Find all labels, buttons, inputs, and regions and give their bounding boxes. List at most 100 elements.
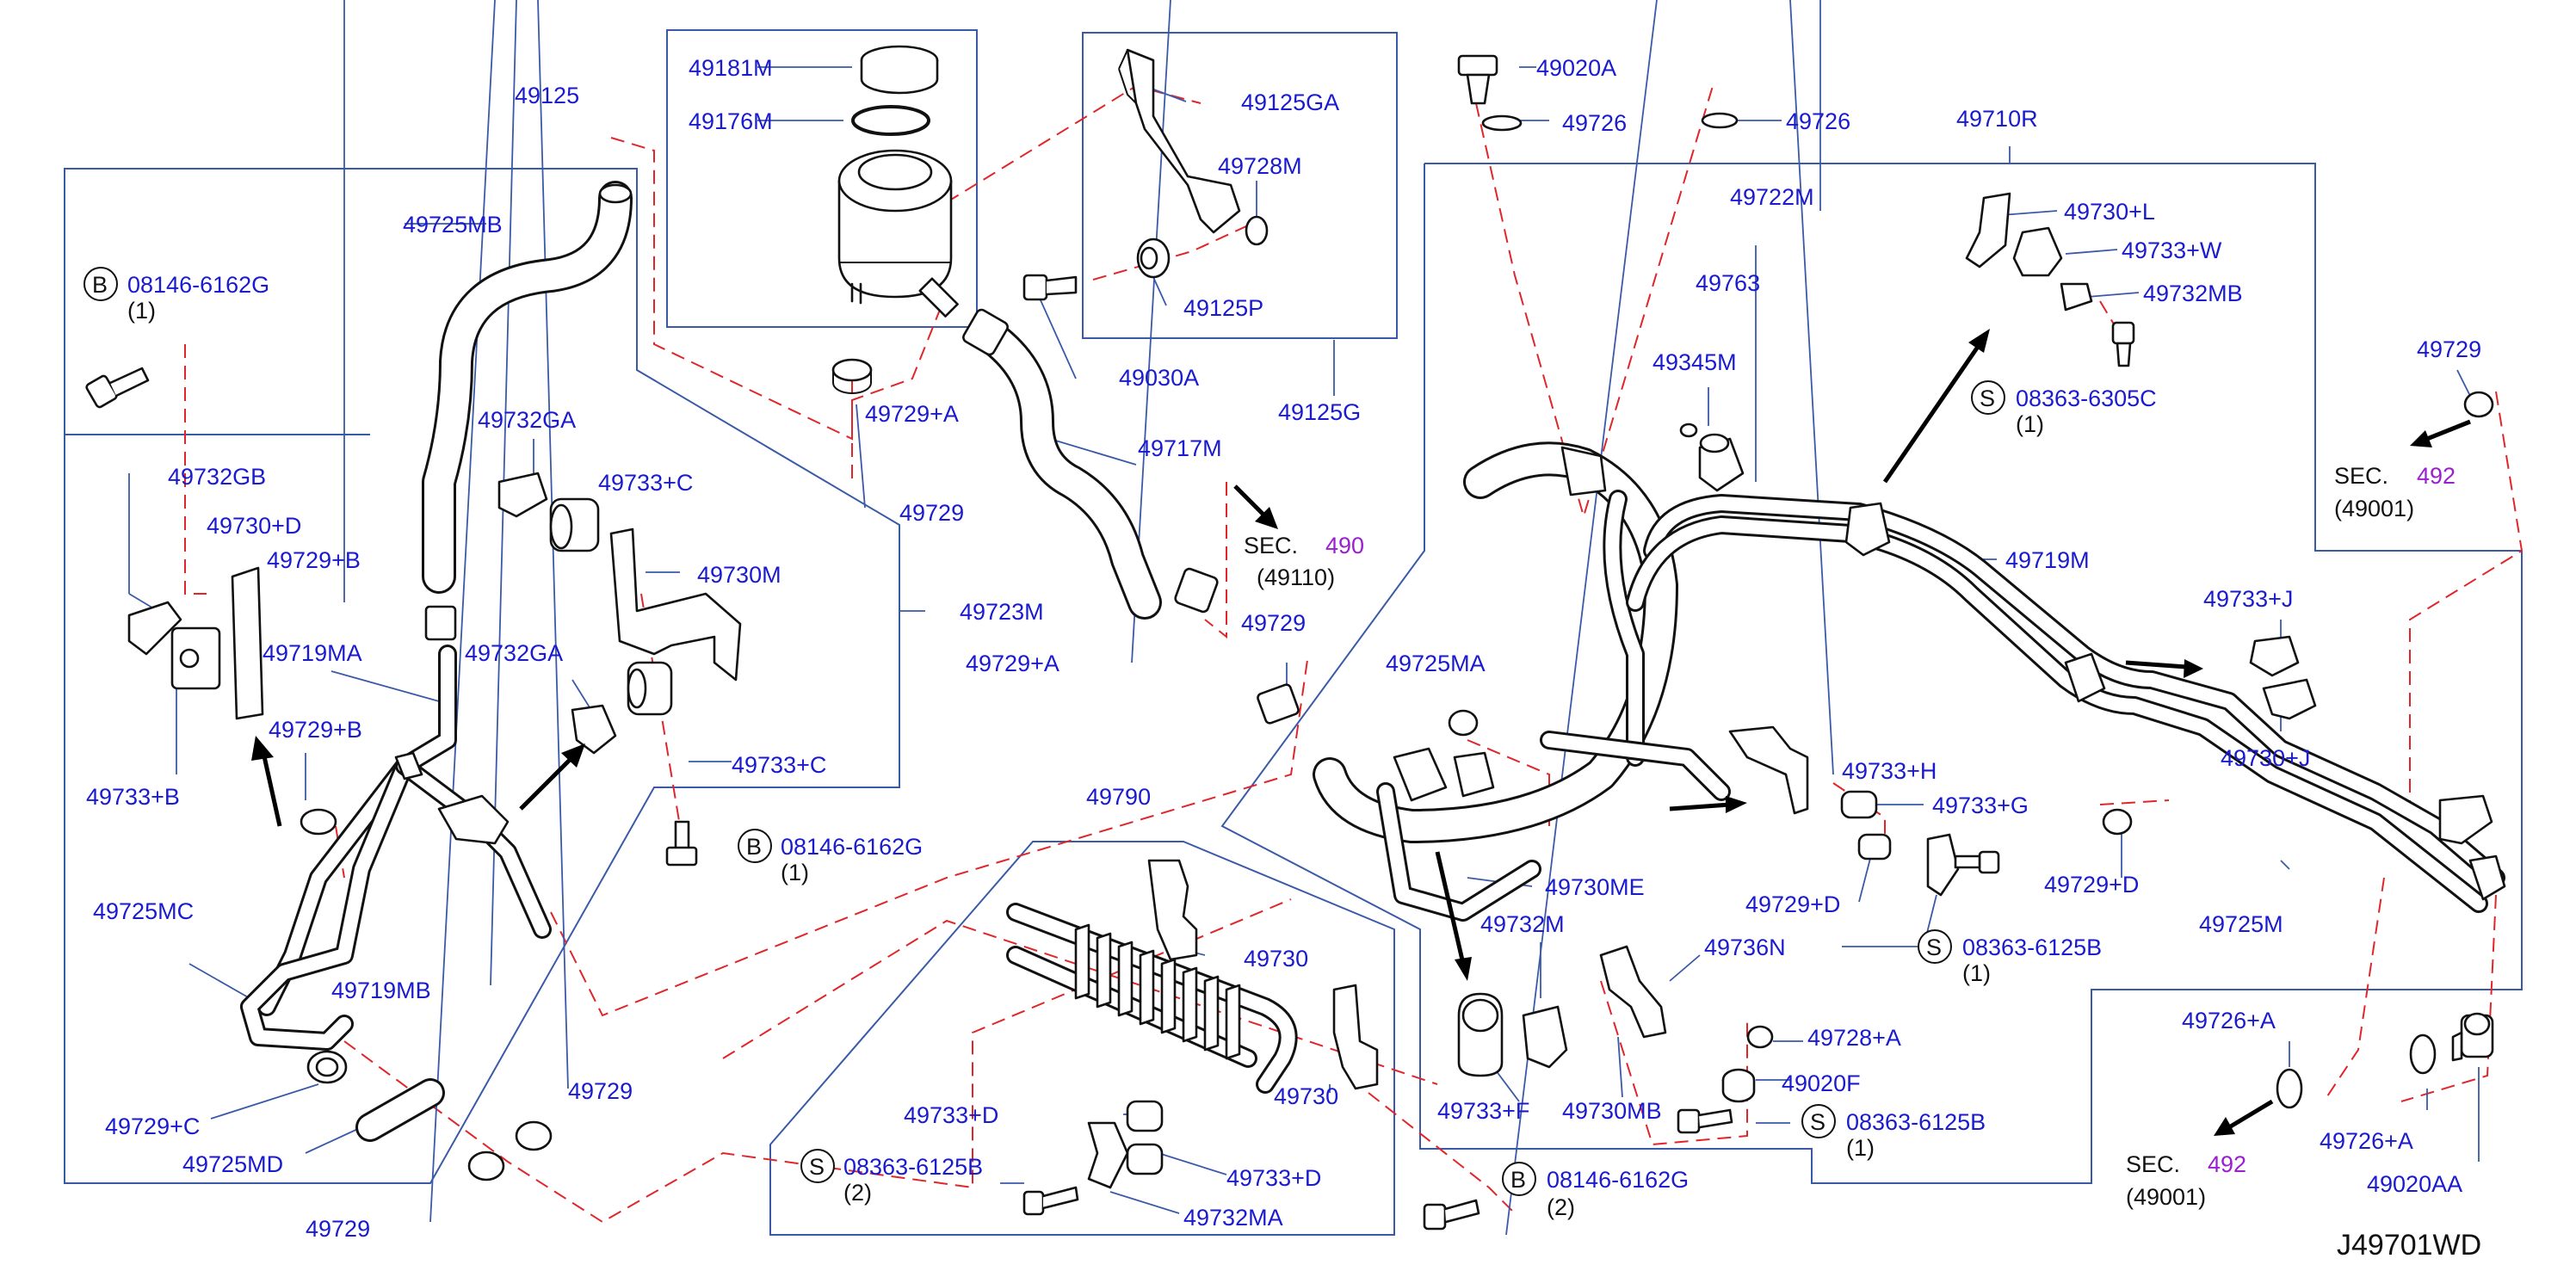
spec-s-6305: S 08363-6305C (1) bbox=[1971, 380, 2157, 437]
spec-b-mid: B 08146-6162G (1) bbox=[738, 829, 923, 885]
callout-49020A: 49020A bbox=[1536, 55, 1616, 81]
callout-49729-mid: 49729 bbox=[1241, 610, 1306, 636]
dash-49726A-right bbox=[2400, 894, 2497, 1102]
washer-49726A-right bbox=[2409, 1033, 2437, 1075]
clip-49729B-lower bbox=[300, 808, 337, 836]
dash-lower-loop bbox=[343, 898, 1292, 1224]
bushing-49733C-top bbox=[549, 497, 600, 552]
dash-49125 bbox=[610, 137, 948, 441]
callout-49725MB: 49725MB bbox=[403, 212, 503, 238]
callout-49733C-bottom: 49733+C bbox=[732, 752, 826, 778]
callout-49726A-left: 49726+A bbox=[2182, 1008, 2276, 1033]
bracket-49732GA-top bbox=[497, 472, 548, 518]
svg-text:SEC.: SEC. bbox=[1244, 533, 1298, 558]
svg-text:S: S bbox=[1810, 1109, 1825, 1135]
strip-49730D bbox=[231, 566, 264, 720]
svg-text:(2): (2) bbox=[843, 1180, 872, 1206]
callout-49719MA: 49719MA bbox=[263, 640, 362, 666]
washer-49728A bbox=[1746, 1025, 1774, 1049]
nut-49728M bbox=[1245, 215, 1269, 246]
spec-s-6125-c: S 08363-6125B (2) bbox=[800, 1149, 983, 1206]
union-bolt-49020AA bbox=[2451, 1012, 2494, 1062]
grommet-49733B bbox=[170, 626, 221, 690]
clip-49729-right bbox=[2463, 391, 2494, 418]
svg-text:08146-6162G: 08146-6162G bbox=[127, 272, 269, 298]
bushing-49733C-bottom bbox=[627, 661, 673, 716]
dash-bolt-bracket bbox=[1092, 225, 1249, 281]
callout-49732M: 49732M bbox=[1480, 911, 1565, 937]
callout-49730J: 49730+J bbox=[2221, 745, 2310, 771]
clip-49729D-left bbox=[1448, 709, 1479, 737]
callout-49725MD: 49725MD bbox=[182, 1151, 283, 1177]
high-pressure-pipe-49722M bbox=[1313, 441, 1731, 922]
bracket-49125GA bbox=[1118, 48, 1241, 234]
pressure-sensor-49763 bbox=[1698, 433, 1745, 492]
hose-clip-49729-mid bbox=[1257, 683, 1300, 725]
callout-49345M: 49345M bbox=[1652, 349, 1737, 375]
diagram-code: J49701WD bbox=[2337, 1229, 2481, 1262]
o-ring-49176M bbox=[851, 105, 930, 136]
svg-text:B: B bbox=[1510, 1167, 1526, 1193]
svg-text:492: 492 bbox=[2417, 463, 2456, 489]
washer-49726A-left bbox=[2276, 1068, 2303, 1109]
pipes-49719MA-49725MC bbox=[240, 645, 552, 1051]
clip-49729C bbox=[306, 1050, 348, 1084]
svg-text:SEC.: SEC. bbox=[2126, 1151, 2180, 1177]
bushing-49733F bbox=[1457, 992, 1504, 1077]
callout-49730-lower: 49730 bbox=[1274, 1083, 1338, 1109]
svg-text:08146-6162G: 08146-6162G bbox=[1547, 1167, 1689, 1193]
callout-49730MB: 49730MB bbox=[1562, 1098, 1662, 1124]
callout-49729-right: 49729 bbox=[2417, 336, 2481, 362]
callout-49729D-right: 49729+D bbox=[2044, 872, 2139, 898]
outline-left-top bbox=[64, 168, 370, 435]
callout-49729C: 49729+C bbox=[105, 1114, 200, 1139]
reservoir-tank bbox=[837, 149, 959, 318]
callout-49736N: 49736N bbox=[1704, 935, 1786, 960]
clamp-49730J bbox=[2262, 678, 2317, 720]
callout-49725MA: 49730ME bbox=[1545, 874, 1645, 900]
callout-49733B: 49733+B bbox=[86, 784, 180, 810]
bushing-49733H bbox=[1840, 790, 1878, 819]
hose-49717M bbox=[962, 308, 1219, 620]
callout-49722M: 49722M bbox=[1730, 184, 1814, 210]
svg-text:492: 492 bbox=[2208, 1151, 2246, 1177]
bolt-08363-6125B-right bbox=[1954, 850, 2000, 874]
svg-text:B: B bbox=[92, 272, 108, 298]
outline-49723M bbox=[64, 168, 900, 1184]
nut-49020F bbox=[1721, 1068, 1756, 1103]
sec-490-ref: SEC. 490 (49110) bbox=[1244, 533, 1364, 590]
callout-49725MC: 49725MC bbox=[93, 898, 194, 924]
bushing-49733D-lower bbox=[1126, 1143, 1164, 1175]
bolt-08363-6305C bbox=[2111, 321, 2135, 367]
bolt-08146-mid bbox=[665, 820, 698, 867]
callout-49030A: 49030A bbox=[1119, 365, 1199, 391]
clip-49729D-right bbox=[2102, 808, 2133, 836]
svg-text:(1): (1) bbox=[127, 298, 156, 324]
hose-49725MD bbox=[355, 1078, 445, 1142]
eye-bolt-49020A bbox=[1457, 54, 1498, 105]
callout-49729A-bottom: 49729+A bbox=[966, 651, 1059, 676]
clips-49729-lower bbox=[467, 1120, 553, 1181]
dash-cooler-link-2 bbox=[722, 919, 1438, 1085]
dashed-leaders bbox=[184, 84, 2523, 1224]
callout-49732GA-top: 49732GA bbox=[478, 407, 576, 433]
spec-s-6125-b: S 08363-6125B (1) bbox=[1801, 1104, 1986, 1161]
bracket-49732MA bbox=[1087, 1121, 1129, 1189]
callout-49733W: 49733+W bbox=[2122, 238, 2222, 263]
callout-49726A-right: 49726+A bbox=[2320, 1128, 2413, 1154]
bolt-49030A bbox=[1022, 274, 1078, 301]
dash-b-top bbox=[184, 344, 207, 595]
svg-text:08146-6162G: 08146-6162G bbox=[781, 834, 923, 860]
bolt-08363-6125B-cooler bbox=[1022, 1186, 1079, 1216]
grommet-49125P bbox=[1136, 238, 1171, 279]
callout-49125GA: 49125GA bbox=[1241, 89, 1339, 115]
callout-49763: 49763 bbox=[1696, 270, 1760, 296]
callout-labels: 49125 49181M 49176M 49125GA 49728M 49125… bbox=[86, 55, 2481, 1242]
bolt-08363-6125B-lower bbox=[1677, 1108, 1733, 1134]
callout-49733C-top: 49733+C bbox=[598, 470, 693, 496]
callout-49733D-upper: 49733+D bbox=[904, 1102, 998, 1128]
dash-49729D-right bbox=[2099, 799, 2170, 805]
svg-text:S: S bbox=[1980, 386, 1995, 411]
